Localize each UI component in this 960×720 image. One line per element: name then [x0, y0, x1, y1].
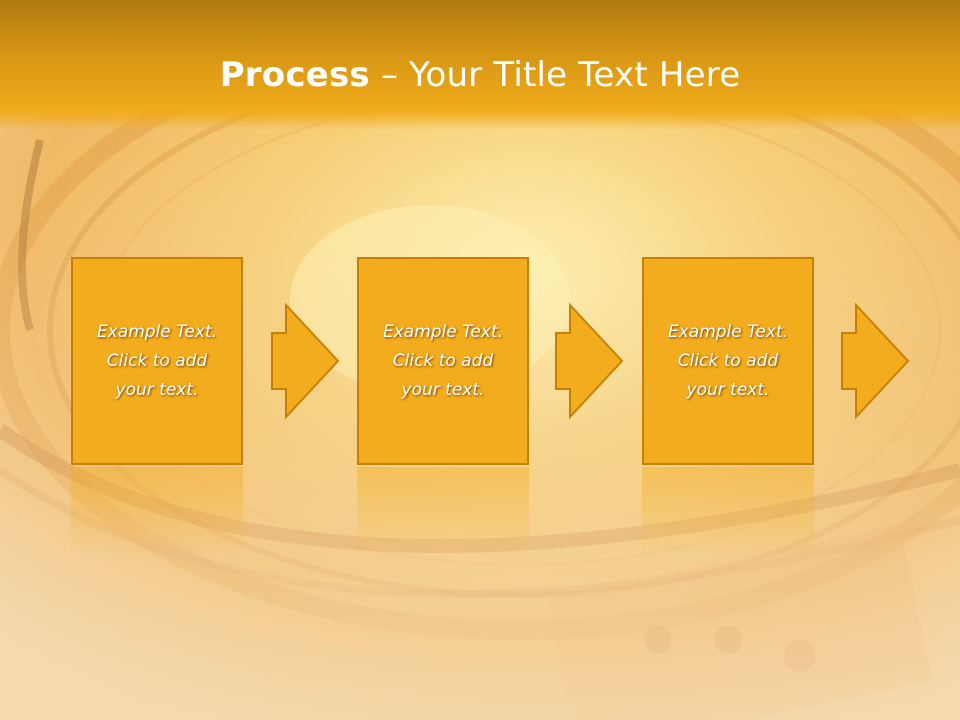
process-arrow-2: [555, 302, 624, 420]
process-step-1-reflection: [71, 467, 243, 557]
process-arrow-1: [271, 302, 340, 420]
process-step-1-text: Example Text. Click to add your text.: [96, 321, 218, 400]
process-step-3-text: Example Text. Click to add your text.: [667, 321, 789, 400]
slide-title[interactable]: Process – Your Title Text Here: [0, 52, 960, 98]
process-step-2-reflection: [357, 467, 529, 557]
process-step-3-box[interactable]: Example Text. Click to add your text.: [642, 257, 814, 465]
process-step-3-reflection: [642, 467, 814, 557]
process-step-2-text: Example Text. Click to add your text.: [382, 321, 504, 400]
process-arrow-3: [841, 302, 910, 420]
slide-title-rest: – Your Title Text Here: [369, 55, 741, 95]
slide-title-bold: Process: [219, 55, 370, 95]
title-bar: Process – Your Title Text Here: [0, 0, 960, 130]
process-step-1-box[interactable]: Example Text. Click to add your text.: [71, 257, 243, 465]
process-step-2-box[interactable]: Example Text. Click to add your text.: [357, 257, 529, 465]
